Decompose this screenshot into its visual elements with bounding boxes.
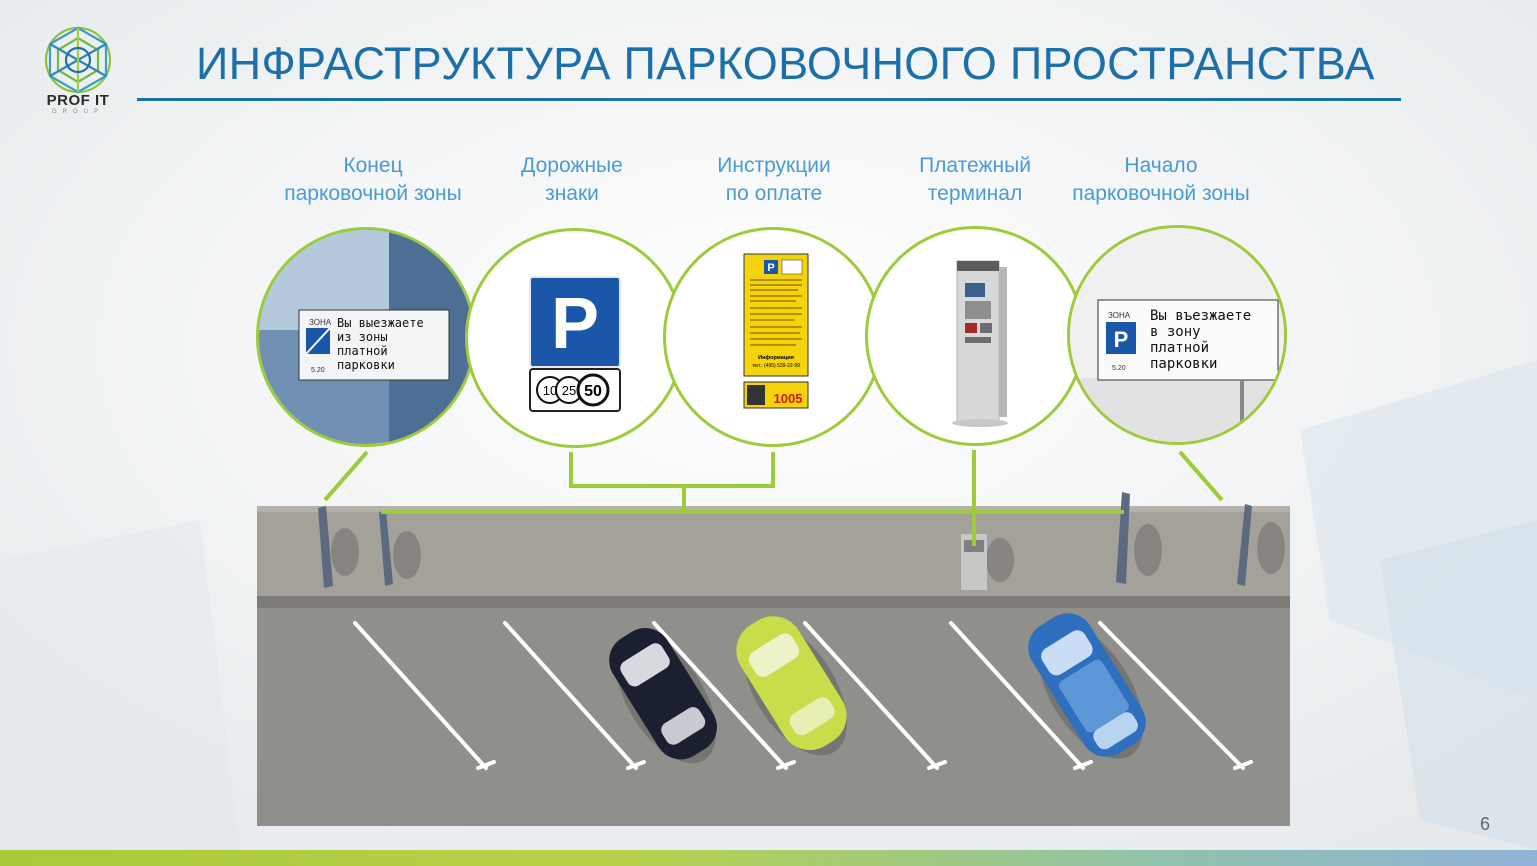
car-blue [1028, 613, 1146, 759]
car-yellow [736, 616, 848, 756]
bottom-accent-bar [0, 850, 1537, 866]
svg-text:P: P [551, 284, 599, 364]
svg-text:5.20: 5.20 [311, 367, 325, 374]
svg-text:из зоны: из зоны [337, 330, 388, 344]
svg-text:Вы въезжаете: Вы въезжаете [1150, 308, 1251, 324]
sidewalk [257, 506, 1290, 600]
svg-text:платной: платной [337, 344, 388, 358]
circle-road-signs: P 10 25 50 [465, 228, 685, 448]
curb [257, 596, 1290, 608]
svg-text:тел.: (495) 539-22-99: тел.: (495) 539-22-99 [752, 363, 800, 369]
zone-exit-sign-icon: ЗОНА 5.20 Вы выезжаете из зоны платной п… [259, 230, 473, 444]
svg-text:в зону: в зону [1150, 324, 1201, 340]
payment-instructions-icon: P Информация тел.: (495) 539-22-99 1005 [743, 253, 809, 409]
svg-text:Информация: Информация [758, 354, 794, 361]
svg-text:P: P [767, 262, 774, 274]
parking-sign-icon: P 10 25 50 [529, 276, 621, 412]
svg-text:P: P [1114, 327, 1129, 352]
zone-entry-sign-icon: ЗОНА P 5.20 Вы въезжаете в зону платной … [1070, 228, 1284, 442]
payment-terminal-icon [952, 260, 1008, 427]
circle-payment-instructions: P Информация тел.: (495) 539-22-99 1005 [663, 227, 883, 447]
svg-text:парковки: парковки [1150, 356, 1217, 372]
company-logo [44, 26, 112, 94]
circle-zone-start: ЗОНА P 5.20 Вы въезжаете в зону платной … [1067, 225, 1287, 445]
svg-text:ЗОНА: ЗОНА [1108, 311, 1131, 320]
svg-text:25: 25 [562, 383, 576, 398]
svg-text:50: 50 [584, 383, 602, 400]
logo-subtitle: GROUP [51, 109, 104, 115]
page-title: ИНФРАСТРУКТУРА ПАРКОВОЧНОГО ПРОСТРАНСТВА [196, 38, 1375, 89]
svg-text:платной: платной [1150, 340, 1209, 356]
svg-text:Вы выезжаете: Вы выезжаете [337, 316, 424, 330]
svg-text:10: 10 [543, 383, 557, 398]
page-number: 6 [1480, 814, 1491, 834]
svg-text:5.20: 5.20 [1112, 365, 1126, 372]
title-underline [137, 98, 1401, 101]
sign-posts [318, 492, 1252, 590]
svg-text:1005: 1005 [774, 391, 803, 406]
circle-payment-terminal [865, 226, 1085, 446]
parking-lines [353, 621, 1253, 770]
car-dark [609, 628, 717, 764]
svg-text:парковки: парковки [337, 358, 395, 372]
logo-name: PROF IT [46, 92, 110, 109]
circle-zone-end: ЗОНА 5.20 Вы выезжаете из зоны платной п… [256, 227, 476, 447]
svg-text:ЗОНА: ЗОНА [309, 318, 332, 327]
